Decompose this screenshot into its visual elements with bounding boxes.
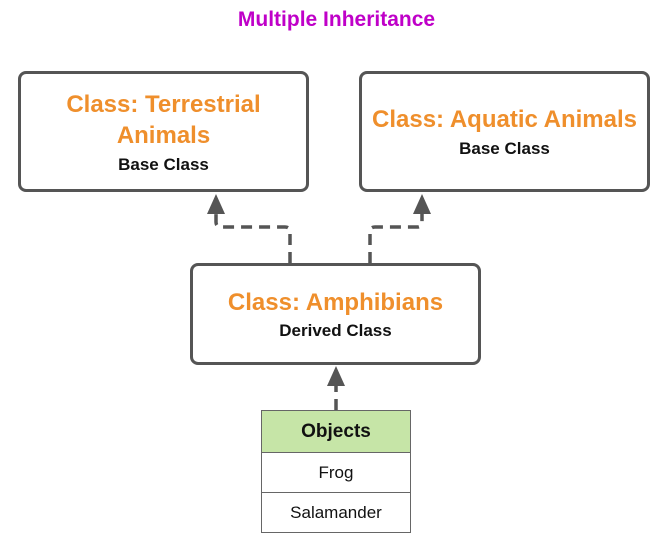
diagram-title: Multiple Inheritance <box>237 8 436 31</box>
object-item: Salamander <box>262 492 410 532</box>
class-box-amphibians: Class: Amphibians Derived Class <box>190 263 481 365</box>
class-role: Base Class <box>118 154 209 174</box>
objects-header: Objects <box>262 411 410 453</box>
connector-amphibians-to-terrestrial <box>214 212 292 263</box>
arrowhead-terrestrial <box>207 194 225 214</box>
object-item: Frog <box>262 453 410 492</box>
class-box-aquatic-animals: Class: Aquatic Animals Base Class <box>359 71 650 192</box>
class-role: Derived Class <box>279 320 392 340</box>
class-box-terrestrial-animals: Class: Terrestrial Animals Base Class <box>18 71 309 192</box>
arrowhead-amphibians <box>327 366 345 386</box>
class-name: Class: Terrestrial Animals <box>66 90 261 149</box>
connector-amphibians-to-aquatic <box>368 212 424 263</box>
class-name: Class: Amphibians <box>227 288 444 316</box>
objects-table: Objects Frog Salamander <box>261 410 411 533</box>
arrowhead-aquatic <box>413 194 431 214</box>
class-role: Base Class <box>459 139 550 158</box>
class-name: Class: Aquatic Animals <box>372 106 637 133</box>
